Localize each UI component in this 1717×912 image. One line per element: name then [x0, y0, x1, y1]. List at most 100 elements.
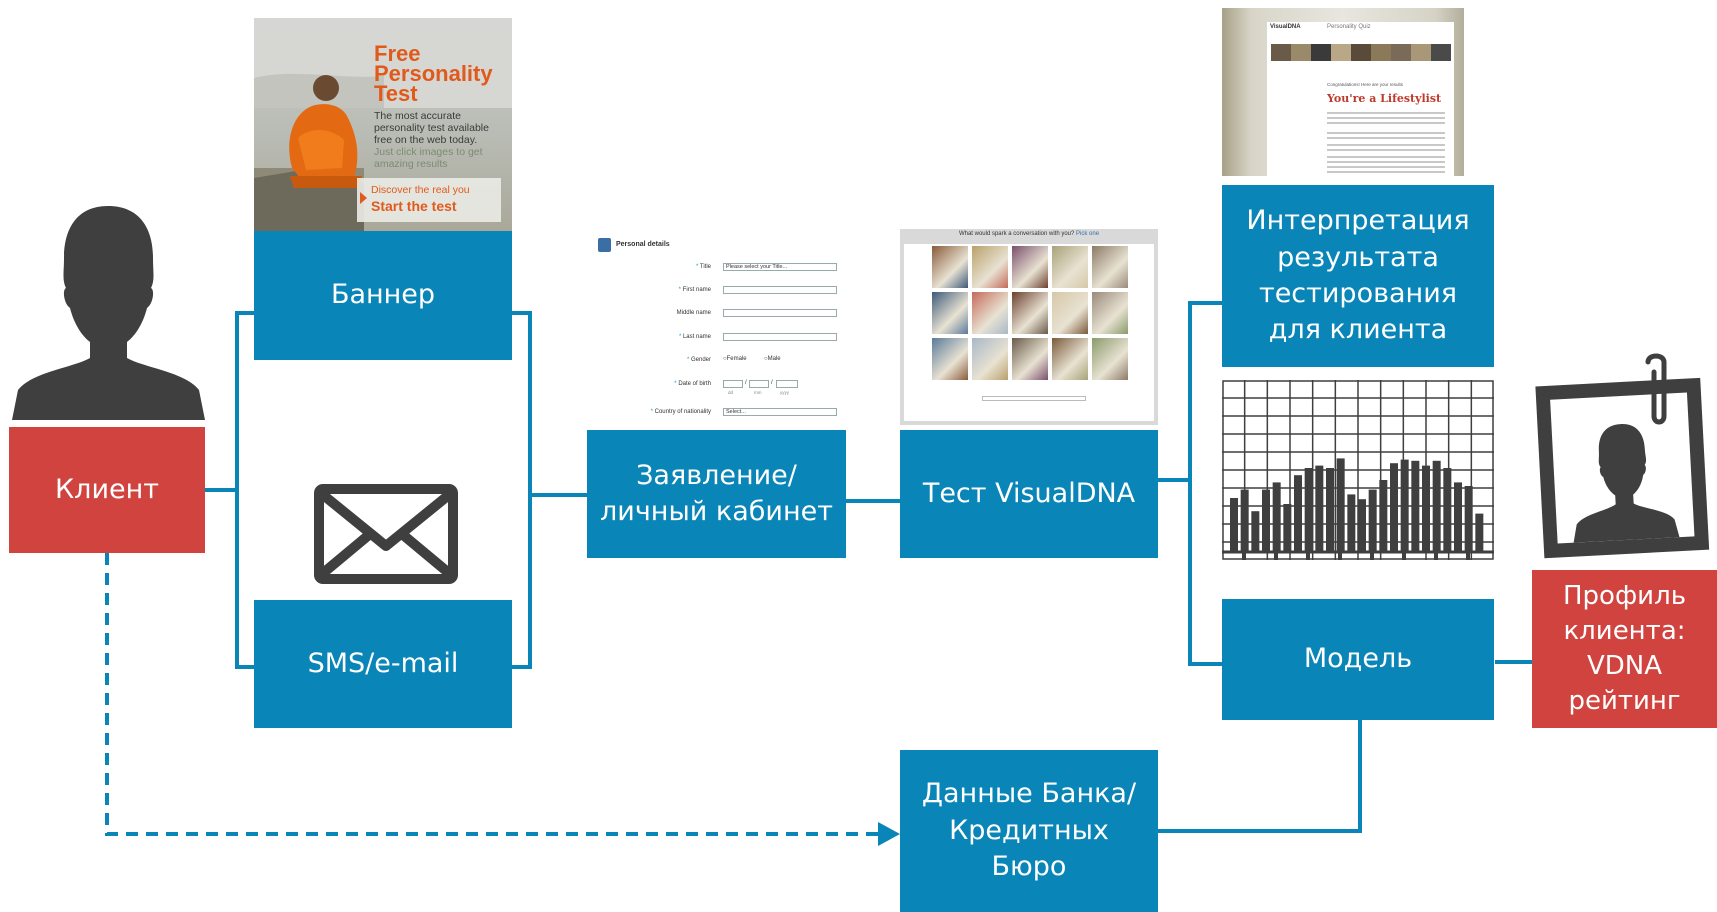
- visualdna-test-node: Тест VisualDNA: [900, 430, 1158, 558]
- chart-tick: [1370, 552, 1374, 560]
- chart-tick: [1466, 552, 1470, 560]
- form-input-dob-day[interactable]: [723, 380, 743, 388]
- form-radio-female[interactable]: ○Female: [723, 356, 747, 362]
- chart-bar: [1262, 489, 1270, 552]
- test-image-tile[interactable]: [1052, 292, 1088, 334]
- person-silhouette-icon: [12, 206, 205, 420]
- form-input-dob-month[interactable]: [749, 380, 769, 388]
- chart-bar: [1294, 475, 1302, 552]
- form-radio-male[interactable]: ○Male: [764, 356, 781, 362]
- chart-tick: [1434, 552, 1438, 560]
- chart-bar: [1464, 486, 1473, 552]
- chart-bar: [1379, 480, 1388, 552]
- result-photo: [1371, 44, 1391, 61]
- test-image-tile[interactable]: [972, 338, 1008, 380]
- chart-tick: [1306, 552, 1310, 560]
- form-title: Personal details: [616, 241, 670, 248]
- result-text-line: [1327, 122, 1445, 124]
- result-photo: [1391, 44, 1411, 61]
- test-image-tile[interactable]: [1052, 338, 1088, 380]
- form-label-dob: * Date of birth: [674, 381, 711, 387]
- result-page: VisualDNA Personality Quiz Congratulatio…: [1267, 22, 1454, 176]
- chart-bar: [1422, 465, 1430, 552]
- result-photo: [1351, 44, 1371, 61]
- banner-cta-line2: Start the test: [371, 198, 457, 214]
- form-label-nationality: * Country of nationality: [650, 409, 711, 415]
- result-text-line: [1327, 112, 1445, 114]
- test-image-tile[interactable]: [972, 246, 1008, 288]
- test-progress-bar: [982, 396, 1086, 401]
- test-image-tile[interactable]: [932, 338, 968, 380]
- form-label-title: * Title: [695, 264, 711, 270]
- form-header-icon: [598, 238, 611, 252]
- chart-bar: [1411, 460, 1420, 552]
- result-photo: [1311, 44, 1331, 61]
- test-image-tile[interactable]: [1092, 292, 1128, 334]
- chart-tick: [1242, 552, 1246, 560]
- form-input-middle-name[interactable]: [723, 309, 837, 317]
- test-image-tile[interactable]: [1092, 246, 1128, 288]
- connector-right-hub: [1188, 301, 1222, 666]
- chart-tick: [1274, 552, 1278, 560]
- form-dob-hint-mm: mm: [754, 390, 762, 395]
- test-image-tile[interactable]: [1012, 338, 1048, 380]
- sms-email-node: SMS/e-mail: [254, 600, 512, 728]
- test-image-tile[interactable]: [1092, 338, 1128, 380]
- chart-bar: [1326, 468, 1334, 552]
- form-label-first-name: * First name: [678, 287, 711, 293]
- chart-bar: [1390, 463, 1398, 552]
- result-text-line: [1327, 156, 1445, 158]
- test-image-tile[interactable]: [972, 292, 1008, 334]
- form-input-first-name[interactable]: [723, 286, 837, 294]
- test-question: What would spark a conversation with you…: [958, 231, 1100, 237]
- connector-model-bankdata: [1158, 720, 1362, 833]
- form-select-title[interactable]: Please select your Title...: [723, 263, 837, 271]
- result-section: Personality Quiz: [1327, 24, 1371, 30]
- result-text-line: [1327, 132, 1445, 134]
- chart-bar: [1336, 458, 1345, 552]
- profile-node: Профиль клиента: VDNA рейтинг: [1532, 570, 1717, 728]
- chart-bar: [1315, 465, 1324, 552]
- banner-body: The most accurate personality test avail…: [374, 110, 489, 146]
- result-text-line: [1327, 171, 1445, 173]
- test-image-tile[interactable]: [1052, 246, 1088, 288]
- test-image-tile[interactable]: [1012, 246, 1048, 288]
- chart-bar: [1240, 489, 1249, 552]
- result-photo: [1271, 44, 1291, 61]
- banner-headline: Free Personality Test: [374, 41, 493, 106]
- profile-photo-icon: [1535, 353, 1710, 559]
- arrowhead-icon: [878, 822, 900, 846]
- envelope-icon: [314, 484, 458, 584]
- form-input-last-name[interactable]: [723, 333, 837, 341]
- connector-right-bracket: [512, 311, 532, 669]
- result-photo: [1411, 44, 1431, 61]
- result-text-line: [1327, 166, 1445, 168]
- test-image-grid: [904, 244, 1154, 421]
- chart-bar: [1283, 504, 1292, 552]
- form-input-dob-year[interactable]: [776, 380, 798, 388]
- result-text-line: [1327, 137, 1445, 139]
- result-title: You're a Lifestylist: [1327, 92, 1442, 105]
- chart-bar: [1432, 460, 1441, 552]
- banner-cta-button[interactable]: Discover the real you Start the test: [357, 178, 501, 222]
- form-label-middle-name: Middle name: [676, 310, 711, 316]
- model-node: Модель: [1222, 599, 1494, 720]
- interpretation-node: Интерпретация результата тестирования дл…: [1222, 185, 1494, 367]
- connector-left-bracket: [235, 311, 254, 669]
- chart-bar: [1475, 513, 1484, 552]
- chart-bar: [1272, 482, 1281, 552]
- chart-bar: [1347, 494, 1356, 552]
- test-image-tile[interactable]: [1012, 292, 1048, 334]
- form-label-last-name: * Last name: [678, 334, 711, 340]
- test-image-tile[interactable]: [932, 292, 968, 334]
- paperclip-icon: [1645, 353, 1667, 425]
- test-image-tile[interactable]: [932, 246, 968, 288]
- chart-bar: [1230, 498, 1238, 552]
- result-photo: [1291, 44, 1311, 61]
- result-text-line: [1327, 149, 1445, 151]
- form-select-nationality[interactable]: Select...: [723, 408, 837, 416]
- result-text-line: [1327, 144, 1445, 146]
- result-text-line: [1327, 161, 1445, 163]
- chart-bar: [1358, 499, 1366, 552]
